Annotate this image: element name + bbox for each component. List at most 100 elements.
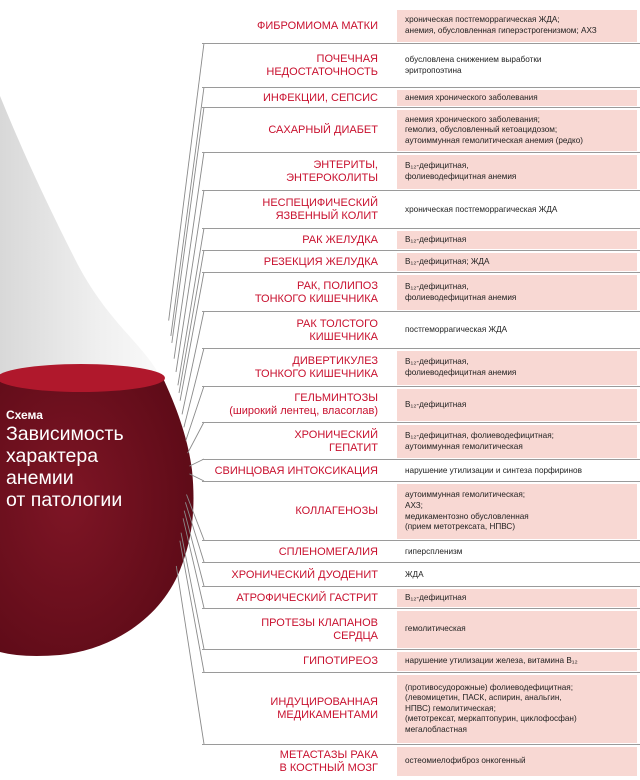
row-separator [202,348,640,349]
drop-surface [0,364,165,392]
anemia-type-box: B₁₂-дефицитная, фолиеводефицитная анемия [397,275,637,310]
connector-line [175,189,205,373]
pathology-row: ГИПОТИРЕОЗ нарушение утилизации железа, в… [0,650,640,673]
anemia-type-box: нарушение утилизации и синтеза порфирино… [397,462,637,480]
pathology-label: ПОЧЕЧНАЯ НЕДОСТАТОЧНОСТЬ [266,53,378,78]
pathology-row: РАК, ПОЛИПОЗ ТОНКОГО КИШЕЧНИКА B₁₂-дефици… [0,273,640,312]
pathology-label: ФИБРОМИОМА МАТКИ [257,19,378,32]
anemia-type-box: хроническая постгеморрагическая ЖДА [397,193,637,227]
pathology-label: ХРОНИЧЕСКИЙ ГЕПАТИТ [294,428,378,454]
anemia-type-box: нарушение утилизации железа, витамина B₁… [397,652,637,671]
connector-line [173,151,205,359]
anemia-type-box: ЖДА [397,565,637,585]
row-separator [202,649,640,650]
anemia-type-box: анемия хронического заболевания [397,90,637,106]
pathology-row: РАК ТОЛСТОГО КИШЕЧНИКА постгеморрагическа… [0,312,640,349]
pathology-row: ПРОТЕЗЫ КЛАПАНОВ СЕРДЦА гемолитическая [0,609,640,650]
anemia-type-box: постгеморрагическая ЖДА [397,314,637,347]
connector-line [178,249,205,394]
row-separator [202,608,640,609]
row-separator [202,459,640,460]
pathology-row: РАК ЖЕЛУДКА B₁₂-дефицитная [0,229,640,251]
connector-line [185,385,205,441]
anemia-type-box: B₁₂-дефицитная, фолиеводефицитная анемия [397,155,637,189]
anemia-type-box: хроническая постгеморрагическая ЖДА; ане… [397,10,637,42]
pathology-label: ГЕЛЬМИНТОЗЫ (широкий лентец, власоглав) [229,392,378,417]
anemia-type-box: обусловлена снижением выработки эритропо… [397,46,637,86]
connector-line [168,42,205,321]
anemia-type-box: B₁₂-дефицитная [397,231,637,249]
connector-line [181,310,205,415]
pathology-label: СПЛЕНОМЕГАЛИЯ [278,545,378,558]
pathology-row: ИНДУЦИРОВАННАЯ МЕДИКАМЕНТАМИ (противосудо… [0,673,640,745]
pathology-label: РАК ЖЕЛУДКА [302,233,378,246]
pathology-label: РАК ТОЛСТОГО КИШЕЧНИКА [296,317,378,343]
anemia-type-box: B₁₂-дефицитная, фолиеводефицитная анемия [397,351,637,385]
connector-line [175,565,205,745]
connector-line [189,458,205,467]
pathology-label: РЕЗЕКЦИЯ ЖЕЛУДКА [263,255,378,268]
connector-line [180,532,205,650]
pathology-label: РАК, ПОЛИПОЗ ТОНКОГО КИШЕЧНИКА [254,279,378,305]
row-separator [202,272,640,273]
pathology-row: ПОЧЕЧНАЯ НЕДОСТАТОЧНОСТЬ обусловлена сниж… [0,44,640,88]
anemia-type-box: остеомиелофиброз онкогенный [397,747,637,776]
row-separator [202,190,640,191]
row-separator [202,481,640,482]
drop-lower [0,376,194,656]
row-separator [202,107,640,108]
row-separator [202,422,640,423]
caption-title: Зависимость характера анемии от патологи… [6,423,124,511]
connector-line [183,347,205,428]
anemia-type-box: анемия хронического заболевания; гемолиз… [397,110,637,151]
connector-line [189,473,205,482]
anemia-type-box: гемолитическая [397,611,637,648]
row-separator [202,586,640,587]
row-separator [202,152,640,153]
anemia-type-box: B₁₂-дефицитная, фолиеводефицитная; аутои… [397,425,637,458]
row-separator [202,311,640,312]
drop-upper [0,96,162,380]
row-separator [202,562,640,563]
connector-line [187,421,205,454]
row-separator [202,744,640,745]
pathology-label: ХРОНИЧЕСКИЙ ДУОДЕНИТ [231,568,378,581]
connector-line [179,540,205,673]
pathology-label: ИНДУЦИРОВАННАЯ МЕДИКАМЕНТАМИ [270,696,378,721]
row-separator [202,228,640,229]
pathology-row: ХРОНИЧЕСКИЙ ДУОДЕНИТ ЖДА [0,563,640,587]
connector-line [179,271,205,401]
pathology-label: МЕТАСТАЗЫ РАКА В КОСТНЫЙ МОЗГ [279,748,379,774]
anemia-type-box: (противосудорожные) фолиеводефицитная; (… [397,675,637,743]
diagram-caption: Схема Зависимость характера анемии от па… [6,408,176,511]
anemia-type-box: B₁₂-дефицитная [397,389,637,421]
anemia-type-box: B₁₂-дефицитная; ЖДА [397,253,637,271]
pathology-row: САХАРНЫЙ ДИАБЕТ анемия хронического забол… [0,108,640,153]
pathology-row: ГЕЛЬМИНТОЗЫ (широкий лентец, власоглав) B… [0,387,640,423]
pathology-label: САХАРНЫЙ ДИАБЕТ [268,124,378,136]
pathology-row: ХРОНИЧЕСКИЙ ГЕПАТИТ B₁₂-дефицитная, фолие… [0,423,640,460]
pathology-row: МЕТАСТАЗЫ РАКА В КОСТНЫЙ МОЗГ остеомиелоф… [0,745,640,778]
pathology-label: ГИПОТИРЕОЗ [303,655,378,667]
pathology-label: ПРОТЕЗЫ КЛАПАНОВ СЕРДЦА [261,616,378,642]
anemia-type-box: B₁₂-дефицитная [397,589,637,607]
pathology-row: ФИБРОМИОМА МАТКИ хроническая постгеморраг… [0,8,640,44]
row-separator [202,540,640,541]
connector-line [183,510,205,587]
connector-line [170,86,205,337]
row-separator [202,672,640,673]
connector-line [177,227,205,386]
anemia-type-box: аутоиммунная гемолитическая; АХЗ; медика… [397,484,637,539]
row-separator [202,87,640,88]
anemia-type-box: гиперспленизм [397,543,637,561]
pathology-row: РЕЗЕКЦИЯ ЖЕЛУДКА B₁₂-дефицитная; ЖДА [0,251,640,273]
pathology-row: СПЛЕНОМЕГАЛИЯ гиперспленизм [0,541,640,563]
connector-line [184,502,205,563]
caption-label: Схема [6,408,43,422]
pathology-label: КОЛЛАГЕНОЗЫ [295,505,378,517]
